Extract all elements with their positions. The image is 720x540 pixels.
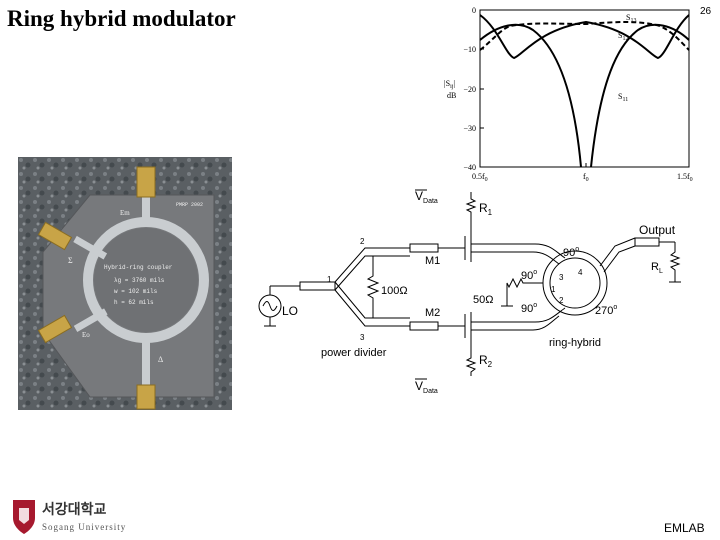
coupler-photo: Hybrid-ring coupler λg = 3760 mils w = 1… <box>18 157 232 410</box>
curve-s12 <box>479 14 690 60</box>
port-mark-sigma: Σ <box>68 256 73 265</box>
resistor-r1 <box>465 196 477 216</box>
modulator-schematic: LO 1 2 3 100Ω power divider M1 R1 VData … <box>258 189 681 395</box>
board-label: Hybrid-ring coupler <box>104 264 173 271</box>
y-tick-20: −20 <box>463 85 476 94</box>
y-tick-10: −10 <box>463 45 476 54</box>
power-divider-label: power divider <box>321 347 387 359</box>
port-mark-eo: Eo <box>82 331 90 339</box>
page-number: 26 <box>700 6 712 17</box>
r2-label: R2 <box>479 353 493 369</box>
arm-top <box>142 197 150 223</box>
m2-label: M2 <box>425 307 440 319</box>
board-spec-2: w = 102 mils <box>114 288 158 295</box>
transistor-m2 <box>438 312 472 354</box>
ring-hybrid-label: ring-hybrid <box>549 337 601 349</box>
curve-s13 <box>479 21 690 51</box>
output-label: Output <box>639 223 676 237</box>
arm-lower-left <box>73 308 108 332</box>
y-tick-30: −30 <box>463 124 476 133</box>
logo-english: Sogang University <box>42 522 126 532</box>
footer-label: EMLAB <box>664 521 705 535</box>
angle-90-top: 90o <box>563 246 579 259</box>
slide-title: Ring hybrid modulator <box>7 6 236 31</box>
connector-lower-left <box>37 314 73 344</box>
angle-90-bottom: 90o <box>521 302 537 315</box>
x-tick-high: 1.5f0 <box>677 172 693 183</box>
ring-port-4: 4 <box>578 268 583 277</box>
board-spec-1: λg = 3760 mils <box>114 277 165 284</box>
corner-text: PMRP 2002 <box>176 202 203 208</box>
s-parameter-plot: 0 −10 −20 −30 −40 |Sij| dB 0.5f0 f0 1.5f… <box>444 6 693 183</box>
tline-top <box>471 243 566 265</box>
vdata-bottom: VData <box>415 379 438 395</box>
r100-label: 100Ω <box>381 285 408 297</box>
m1-label: M1 <box>425 255 440 267</box>
tline-bottom <box>471 307 566 331</box>
connector-bottom <box>136 384 156 410</box>
board-spec-3: h = 62 mils <box>114 299 154 306</box>
angle-270: 270o <box>595 304 617 317</box>
node1-label: 1 <box>327 275 332 284</box>
connector-upper-left <box>37 221 73 251</box>
x-tick-low: 0.5f0 <box>472 172 488 183</box>
node3-label: 3 <box>360 333 365 342</box>
y-tick-0: 0 <box>472 6 476 15</box>
y-axis-unit: dB <box>447 91 456 100</box>
lo-source <box>258 294 282 327</box>
plot-frame <box>479 9 690 168</box>
port-mark-em: Em <box>120 209 130 217</box>
y-tick-40: −40 <box>463 163 476 172</box>
rl-label: RL <box>651 261 663 275</box>
label-s13: S13 <box>626 13 636 24</box>
resistor-100 <box>366 256 380 318</box>
logo-korean: 서강대학교 <box>42 501 107 518</box>
port-mark-delta: Δ <box>158 355 163 364</box>
lo-label: LO <box>282 304 298 318</box>
node2-label: 2 <box>360 237 365 246</box>
label-s11: S11 <box>618 92 628 103</box>
arm-upper-left <box>73 235 108 260</box>
power-divider <box>299 243 439 331</box>
vdata-top: VData <box>415 189 438 205</box>
curve-s11 <box>479 23 690 168</box>
ring-port-2: 2 <box>559 296 564 305</box>
crest-icon <box>13 500 35 534</box>
ring-port-1: 1 <box>551 285 556 294</box>
x-tick-mid: f0 <box>583 172 589 183</box>
arm-bottom <box>142 338 150 386</box>
resistor-r2 <box>465 354 477 376</box>
resistor-rl <box>669 242 681 283</box>
label-s12: S12 <box>618 31 628 42</box>
resistor-50 <box>501 277 543 307</box>
transistor-m1 <box>438 216 472 262</box>
ring-port-3: 3 <box>559 273 564 282</box>
sogang-university-logo: 서강대학교 Sogang University <box>13 500 126 534</box>
r1-label: R1 <box>479 201 493 217</box>
connector-top <box>136 166 156 198</box>
r50-label: 50Ω <box>473 294 493 306</box>
y-axis-label: |Sij| <box>444 79 455 90</box>
angle-90-left: 90o <box>521 269 537 282</box>
